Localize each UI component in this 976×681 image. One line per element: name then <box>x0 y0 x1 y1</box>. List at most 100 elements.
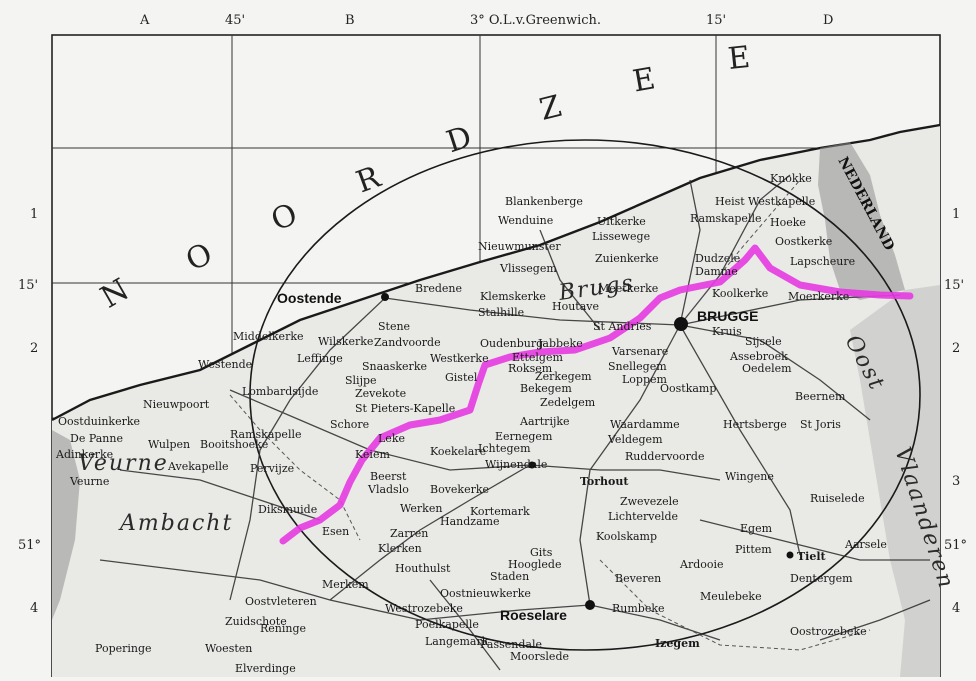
town-passendale: Passendale <box>480 638 542 651</box>
town-zandvoorde: Zandvoorde <box>374 336 441 349</box>
town-koekelare: Koekelare <box>430 445 486 458</box>
town-vladslo: Vladslo <box>367 483 409 496</box>
city-oostende: Oostende <box>277 290 342 306</box>
grid-col-b: B <box>345 13 355 28</box>
town-gits: Gits <box>530 546 553 559</box>
town-rumbeke: Rumbeke <box>612 602 665 615</box>
town-blankenberge: Blankenberge <box>505 195 583 208</box>
town-werken: Werken <box>400 502 442 515</box>
town-pittem: Pittem <box>735 543 772 556</box>
town-oostrozebeke: Oostrozebeke <box>790 625 867 638</box>
town-woesten: Woesten <box>205 642 252 655</box>
town-zedelgem: Zedelgem <box>540 396 596 409</box>
town-dentergem: Dentergem <box>790 572 853 585</box>
town-wijnendale: Wijnendale <box>485 458 547 471</box>
france-shading <box>52 430 80 620</box>
town-beveren: Beveren <box>615 572 661 585</box>
town-assebroek: Assebroek <box>729 350 788 363</box>
grid-meridian: 3° O.L.v.Greenwich. <box>470 13 601 28</box>
town-labels: Blankenberge Wenduine Heist Knokke Westk… <box>55 172 887 675</box>
town-snellegem: Snellegem <box>608 360 667 373</box>
waterways <box>229 179 871 651</box>
town-ardooie: Ardooie <box>679 558 724 571</box>
range-circle <box>249 139 921 651</box>
town-aarsele: Aarsele <box>844 538 887 551</box>
town-wulpen: Wulpen <box>148 438 190 451</box>
town-keiem: Keiem <box>355 448 390 461</box>
town-koolskamp: Koolskamp <box>596 530 657 543</box>
city-izegem: Izegem <box>655 637 700 650</box>
town-ichtegem: Ichtegem <box>478 442 531 455</box>
town-ruddervoorde: Ruddervoorde <box>625 450 705 463</box>
land-area <box>52 125 940 677</box>
town-wilskerke: Wilskerke <box>318 335 373 348</box>
town-heist: Heist <box>715 195 745 208</box>
town-de-panne: De Panne <box>70 432 123 445</box>
town-zuidschote: Zuidschote <box>225 615 287 628</box>
town-oostduinkerke: Oostduinkerke <box>58 415 140 428</box>
town-oostnieuwkerke: Oostnieuwkerke <box>440 587 531 600</box>
town-meetkerke: Meetkerke <box>598 282 658 295</box>
lat-label-15-right: 15' <box>944 278 964 293</box>
town-klerken: Klerken <box>378 542 422 555</box>
town-roksem: Roksem <box>508 362 553 375</box>
town-houtave: Houtave <box>552 300 599 313</box>
lat-label-15-left: 15' <box>18 278 38 293</box>
city-tielt: Tielt <box>797 550 827 563</box>
town-lapscheure: Lapscheure <box>790 255 855 268</box>
town-houthulst: Houthulst <box>395 562 451 575</box>
town-snaaskerke: Snaaskerke <box>362 360 427 373</box>
town-elverdinge: Elverdinge <box>235 662 296 675</box>
town-westkapelle: Westkapelle <box>748 195 815 208</box>
town-nieuwmunster: Nieuwmunster <box>478 240 561 253</box>
town-oostkamp: Oostkamp <box>660 382 716 395</box>
town-sijsele: Sijsele <box>745 335 782 348</box>
town-oostvleteren: Oostvleteren <box>245 595 317 608</box>
map-header: A 45' B 3° O.L.v.Greenwich. 15' D <box>139 13 833 28</box>
city-torhout: Torhout <box>580 475 629 488</box>
grid-col-d: D <box>823 13 833 28</box>
town-merkem: Merkem <box>322 578 369 591</box>
town-diksmuide: Diksmuide <box>258 503 317 516</box>
row-labels: 1 2 4 15' 51° 1 2 3 4 15' 51° <box>18 207 967 616</box>
town-lichtervelde: Lichtervelde <box>608 510 678 523</box>
grid-min-45: 45' <box>225 13 245 28</box>
town-kruis: Kruis <box>712 325 742 338</box>
town-middelkerke: Middelkerke <box>233 330 304 343</box>
town-sint-andries: St Andries <box>593 320 652 333</box>
town-aartrijke: Aartrijke <box>519 415 570 428</box>
town-bovekerke: Bovekerke <box>430 483 489 496</box>
town-westrozebeke: Westrozebeke <box>385 602 463 615</box>
region-veurne: Veurne <box>78 451 169 476</box>
city-markers <box>381 293 794 610</box>
town-uitkerke: Uitkerke <box>597 215 646 228</box>
row-label-4-right: 4 <box>952 601 960 616</box>
lat-label-51-left: 51° <box>18 538 41 553</box>
town-zerkegem: Zerkegem <box>535 370 592 383</box>
oost-vlaanderen-shading <box>850 285 940 677</box>
town-st-pieters-kapelle: St Pieters-Kapelle <box>355 402 455 415</box>
town-beernem: Beernem <box>795 390 846 403</box>
town-staden: Staden <box>490 570 529 583</box>
town-ruiselede: Ruiselede <box>810 492 865 505</box>
town-ettelgem: Ettelgem <box>512 351 563 364</box>
row-label-2: 2 <box>30 341 38 356</box>
town-dudzele: Dudzele <box>695 252 740 265</box>
town-oedelem: Oedelem <box>742 362 792 375</box>
town-westende: Westende <box>198 358 252 371</box>
row-label-3-right: 3 <box>952 474 960 489</box>
town-meulebeke: Meulebeke <box>700 590 762 603</box>
town-bekegem: Bekegem <box>520 382 572 395</box>
town-stalhille: Stalhille <box>478 306 524 319</box>
roeselare-marker <box>585 600 595 610</box>
town-schore: Schore <box>330 418 369 431</box>
town-langemark: Langemark <box>425 635 489 648</box>
town-loppem: Loppem <box>622 373 668 386</box>
town-veurne-town: Veurne <box>69 475 109 488</box>
town-klemskerke: Klemskerke <box>480 290 546 303</box>
town-bredene: Bredene <box>415 282 462 295</box>
town-ramskapelle: Ramskapelle <box>690 212 762 225</box>
sea-letter-e2: E <box>726 40 751 77</box>
